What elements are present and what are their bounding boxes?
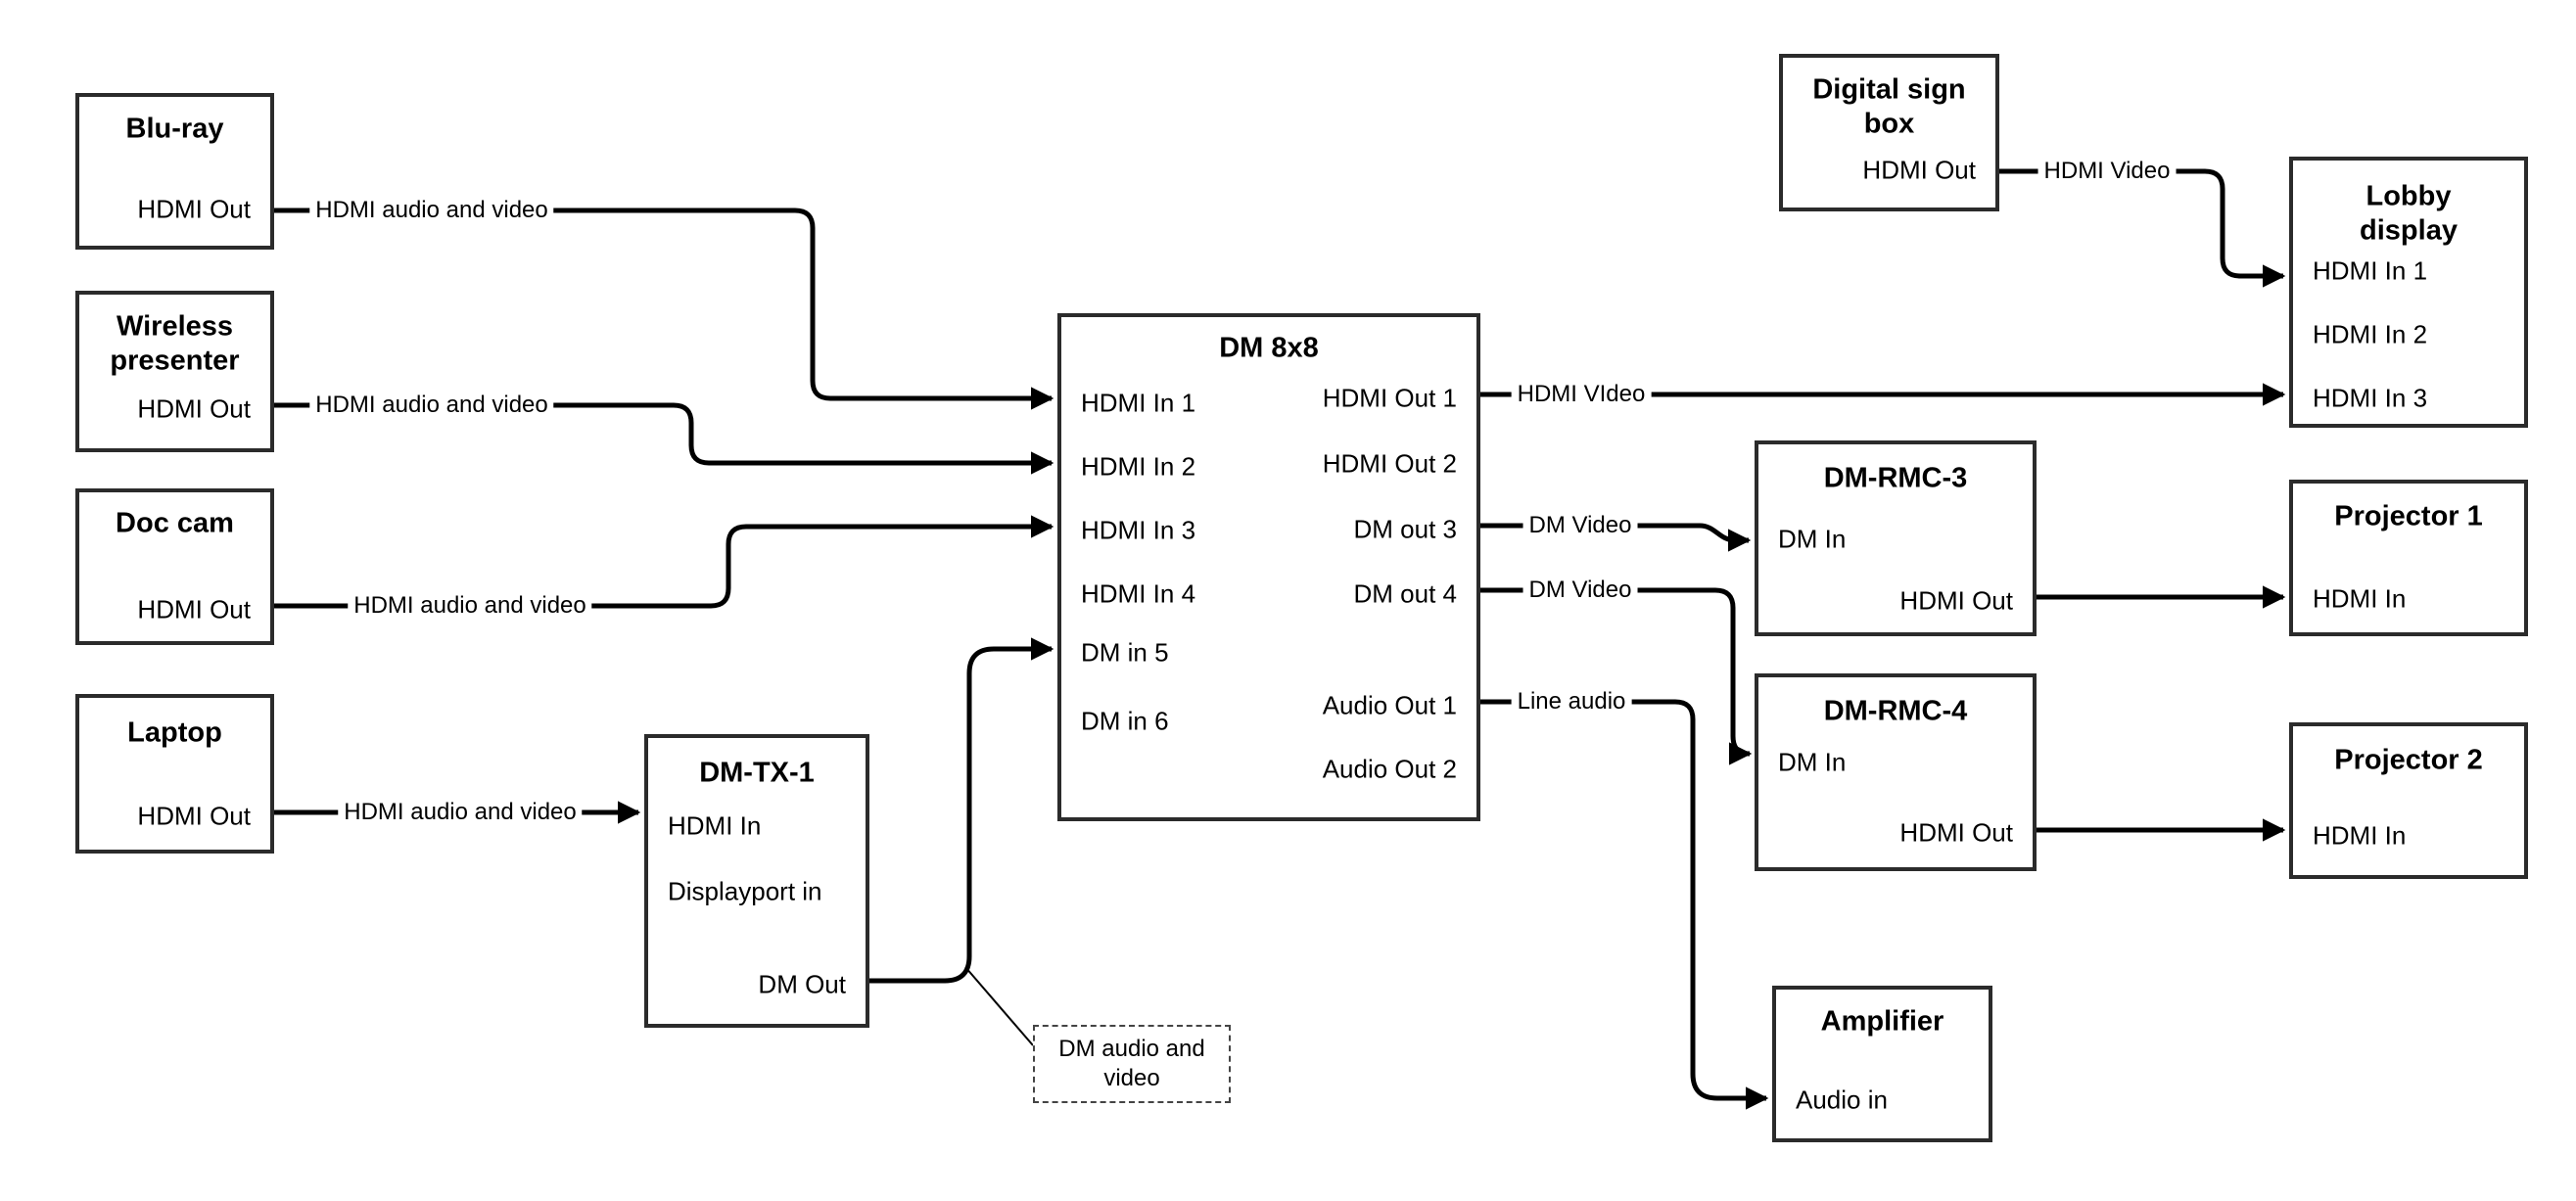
edge-label-hdmi-video-out1: HDMI VIdeo: [1511, 381, 1652, 408]
node-title: Digital sign box: [1812, 73, 1966, 140]
port-hdmi-out: HDMI Out: [137, 594, 251, 624]
node-projector-1: Projector 1 HDMI In: [2289, 480, 2528, 636]
edge-label-bluray-av: HDMI audio and video: [309, 197, 554, 224]
port-hdmi-in-1: HDMI In 1: [2313, 255, 2428, 286]
port-displayport-in: Displayport in: [668, 876, 822, 906]
node-dm-8x8: DM 8x8 HDMI In 1 HDMI In 2 HDMI In 3 HDM…: [1057, 313, 1480, 821]
node-title: DM-TX-1: [699, 757, 815, 789]
edge-digitalsign-to-lobby-in1: [1999, 168, 2286, 288]
port-hdmi-in: HDMI In: [2313, 820, 2407, 851]
port-hdmi-in: HDMI In: [668, 810, 762, 841]
node-digital-sign-box: Digital sign box HDMI Out: [1779, 54, 1999, 211]
edge-dm8x8-aout1-to-amplifier: [1480, 699, 1769, 1110]
port-hdmi-in-3: HDMI In 3: [2313, 383, 2428, 413]
port-dm-in-6: DM in 6: [1081, 706, 1169, 736]
port-hdmi-in: HDMI In: [2313, 583, 2407, 614]
port-audio-in: Audio in: [1796, 1085, 1888, 1115]
port-hdmi-in-4: HDMI In 4: [1081, 578, 1196, 609]
node-dm-rmc-4: DM-RMC-4 DM In HDMI Out: [1755, 673, 2037, 871]
port-hdmi-out: HDMI Out: [1899, 585, 2013, 616]
node-amplifier: Amplifier Audio in: [1772, 986, 1992, 1142]
port-hdmi-in-2: HDMI In 2: [2313, 319, 2428, 349]
node-title: Projector 2: [2334, 744, 2483, 776]
port-hdmi-out-2: HDMI Out 2: [1322, 448, 1457, 479]
port-hdmi-out: HDMI Out: [137, 194, 251, 224]
port-hdmi-in-2: HDMI In 2: [1081, 451, 1196, 482]
node-bluray: Blu-ray HDMI Out: [75, 93, 274, 250]
edge-label-laptop-av: HDMI audio and video: [338, 799, 583, 826]
port-audio-out-1: Audio Out 1: [1322, 690, 1457, 720]
edge-label-line-audio: Line audio: [1511, 688, 1632, 716]
port-hdmi-out: HDMI Out: [1899, 817, 2013, 848]
node-projector-2: Projector 2 HDMI In: [2289, 722, 2528, 879]
edge-label-wireless-av: HDMI audio and video: [309, 392, 554, 419]
edge-label-doccam-av: HDMI audio and video: [348, 592, 592, 620]
node-dm-rmc-3: DM-RMC-3 DM In HDMI Out: [1755, 440, 2037, 636]
node-title: DM 8x8: [1219, 332, 1319, 364]
port-hdmi-out: HDMI Out: [137, 801, 251, 831]
port-hdmi-out: HDMI Out: [1862, 155, 1976, 185]
port-dm-out-3: DM out 3: [1353, 514, 1458, 544]
port-dm-in: DM In: [1778, 747, 1847, 777]
port-hdmi-in-3: HDMI In 3: [1081, 515, 1196, 545]
edge-wireless-to-dm8x8-in2: [274, 402, 1054, 475]
node-title: Blu-ray: [125, 113, 224, 145]
node-title: Amplifier: [1820, 1005, 1944, 1038]
edge-dmtx1-to-dm8x8-in5: [869, 637, 1054, 984]
port-hdmi-out-1: HDMI Out 1: [1322, 383, 1457, 413]
node-title: DM-RMC-4: [1823, 695, 1968, 727]
port-audio-out-2: Audio Out 2: [1322, 754, 1457, 784]
edge-label-hdmi-video-sign: HDMI Video: [2037, 158, 2177, 185]
node-dm-tx-1: DM-TX-1 HDMI In Displayport in DM Out: [644, 734, 869, 1028]
node-wireless-presenter: Wireless presenter HDMI Out: [75, 291, 274, 452]
edge-dm8x8-out4-to-dmrmc4: [1480, 587, 1753, 765]
edge-label-dm-video-4: DM Video: [1522, 577, 1638, 604]
port-dm-in-5: DM in 5: [1081, 637, 1169, 668]
node-doc-cam: Doc cam HDMI Out: [75, 488, 274, 645]
port-dm-out: DM Out: [758, 969, 846, 999]
node-title: DM-RMC-3: [1823, 462, 1968, 494]
note-text: DM audio and video: [1058, 1036, 1205, 1091]
port-hdmi-in-1: HDMI In 1: [1081, 388, 1196, 418]
edge-doccam-to-dm8x8-in3: [274, 515, 1054, 609]
node-lobby-display: Lobby display HDMI In 1 HDMI In 2 HDMI I…: [2289, 157, 2528, 428]
node-title: Projector 1: [2334, 500, 2483, 532]
note-callout-line: [964, 966, 1034, 1046]
edge-dm8x8-out3-to-dmrmc3: [1480, 523, 1752, 552]
port-hdmi-out: HDMI Out: [137, 393, 251, 424]
node-title: Laptop: [127, 716, 222, 749]
node-laptop: Laptop HDMI Out: [75, 694, 274, 854]
edge-label-dm-video-3: DM Video: [1522, 512, 1638, 539]
note-dm-audio-and-video: DM audio and video: [1033, 1025, 1231, 1103]
port-dm-in: DM In: [1778, 524, 1847, 554]
node-title: Doc cam: [116, 507, 234, 539]
node-title: Wireless presenter: [110, 310, 240, 377]
port-dm-out-4: DM out 4: [1353, 578, 1458, 609]
node-title: Lobby display: [2360, 180, 2458, 247]
edge-bluray-to-dm8x8-in1: [274, 208, 1054, 410]
